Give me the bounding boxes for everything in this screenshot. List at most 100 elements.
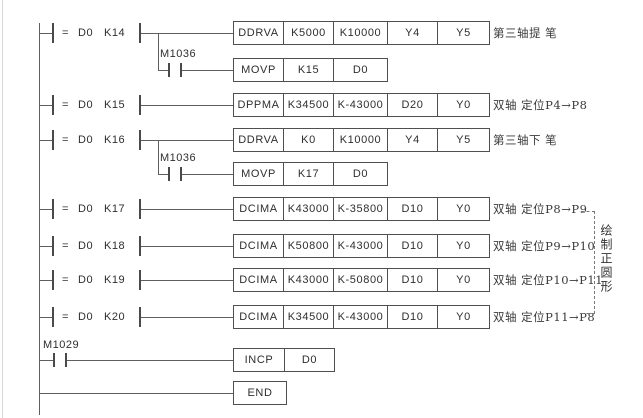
rung-comment: 双轴 定位P10→P11: [493, 273, 604, 287]
contact-bar-left: [168, 167, 170, 181]
instruction-cell: Y4: [387, 22, 437, 44]
instruction-cell: K15: [283, 59, 333, 81]
instruction-cell: Y5: [437, 22, 489, 44]
contact-label: M1029: [43, 339, 80, 351]
contact-stub-wire: [39, 140, 53, 141]
branch-contact-label: M1036: [160, 152, 197, 164]
contact-value: K16: [104, 134, 126, 146]
instruction-cell: DCIMA: [239, 311, 278, 323]
contact-value: K18: [104, 240, 126, 252]
instruction-cell: Y5: [437, 129, 489, 151]
contact-op: =: [62, 240, 69, 252]
instruction-box: INCP D0: [233, 348, 335, 372]
contact-tick-right: [139, 270, 141, 290]
branch-drop-wire: [158, 140, 159, 174]
instruction-cell: K-43000: [333, 306, 387, 328]
instruction-cell: Y0: [437, 306, 489, 328]
contact-op: =: [62, 274, 69, 286]
contact-tick-left: [52, 23, 54, 43]
contact-bar-left: [168, 63, 170, 77]
instruction-cell: K-43000: [333, 94, 387, 116]
contact-tick-right: [139, 95, 141, 115]
branch-contact-label: M1036: [160, 48, 197, 60]
page-edge-artifact: [2, 0, 3, 418]
contact-op: =: [62, 134, 69, 146]
rung-wire: [67, 360, 233, 361]
instruction-cell: K34500: [283, 94, 333, 116]
contact-stub-wire: [39, 33, 53, 34]
instruction-cell: D10: [387, 269, 437, 291]
instruction-cell: Y0: [437, 235, 489, 257]
instruction-cell: D20: [387, 94, 437, 116]
contact-operand: D0: [78, 99, 94, 111]
annotation-label: 绘制正圆形: [599, 224, 613, 294]
rung-wire: [141, 140, 233, 141]
instruction-cell: K43000: [283, 269, 333, 291]
contact-tick-left: [52, 95, 54, 115]
contact-operand: D0: [78, 311, 94, 323]
rung-wire: [141, 209, 233, 210]
rung-comment: 双轴 定位P9→P10: [493, 239, 596, 253]
instruction-cell: DCIMA: [239, 240, 278, 252]
instruction-cell: K10000: [333, 22, 387, 44]
instruction-cell: Y0: [437, 269, 489, 291]
instruction-cell: Y4: [387, 129, 437, 151]
rung-comment: 双轴 定位P11→P8: [493, 310, 596, 324]
contact-op: =: [62, 311, 69, 323]
instruction-cell: DDRVA: [238, 27, 279, 39]
contact-op: =: [62, 99, 69, 111]
instruction-cell: K-50800: [333, 269, 387, 291]
contact-tick-left: [52, 270, 54, 290]
instruction-cell: DCIMA: [239, 274, 278, 286]
instruction-cell: MOVP: [241, 168, 276, 180]
rung-wire: [141, 105, 233, 106]
branch-wire: [158, 174, 168, 175]
instruction-cell: D0: [333, 59, 387, 81]
instruction-cell: K-43000: [333, 235, 387, 257]
instruction-cell: MOVP: [241, 64, 276, 76]
instruction-cell: K10000: [333, 129, 387, 151]
contact-value: K19: [104, 274, 126, 286]
instruction-cell: K5000: [283, 22, 333, 44]
contact-operand: D0: [78, 134, 94, 146]
rung-comment: 双轴 定位P8→P9: [493, 202, 588, 216]
contact-bar-right: [65, 353, 67, 367]
contact-stub-wire: [39, 209, 53, 210]
contact-operand: D0: [78, 27, 94, 39]
contact-value: K15: [104, 99, 126, 111]
contact-op: =: [62, 203, 69, 215]
branch-drop-wire: [158, 33, 159, 70]
contact-operand: D0: [78, 274, 94, 286]
instruction-cell: Y0: [437, 94, 489, 116]
branch-wire: [182, 174, 233, 175]
rung-wire: [141, 33, 233, 34]
instruction-cell: D0: [284, 349, 334, 371]
contact-stub-wire: [39, 105, 53, 106]
rung-wire: [141, 317, 233, 318]
contact-tick-left: [52, 199, 54, 219]
contact-stub-wire: [39, 246, 53, 247]
instruction-cell: K50800: [283, 235, 333, 257]
contact-stub-wire: [39, 360, 53, 361]
instruction-cell: DCIMA: [239, 203, 278, 215]
contact-tick-right: [139, 23, 141, 43]
instruction-cell: INCP: [244, 354, 274, 366]
contact-tick-right: [139, 199, 141, 219]
instruction-cell: D10: [387, 198, 437, 220]
contact-stub-wire: [39, 317, 53, 318]
rung-comment: 第三轴提 笔: [493, 26, 558, 40]
contact-tick-left: [52, 307, 54, 327]
contact-stub-wire: [39, 280, 53, 281]
rung-wire: [141, 280, 233, 281]
branch-wire: [182, 70, 233, 71]
contact-bar-right: [180, 63, 182, 77]
contact-value: K20: [104, 311, 126, 323]
instruction-box: END: [233, 381, 287, 405]
instruction-cell: K0: [283, 129, 333, 151]
power-rail: [39, 23, 40, 415]
